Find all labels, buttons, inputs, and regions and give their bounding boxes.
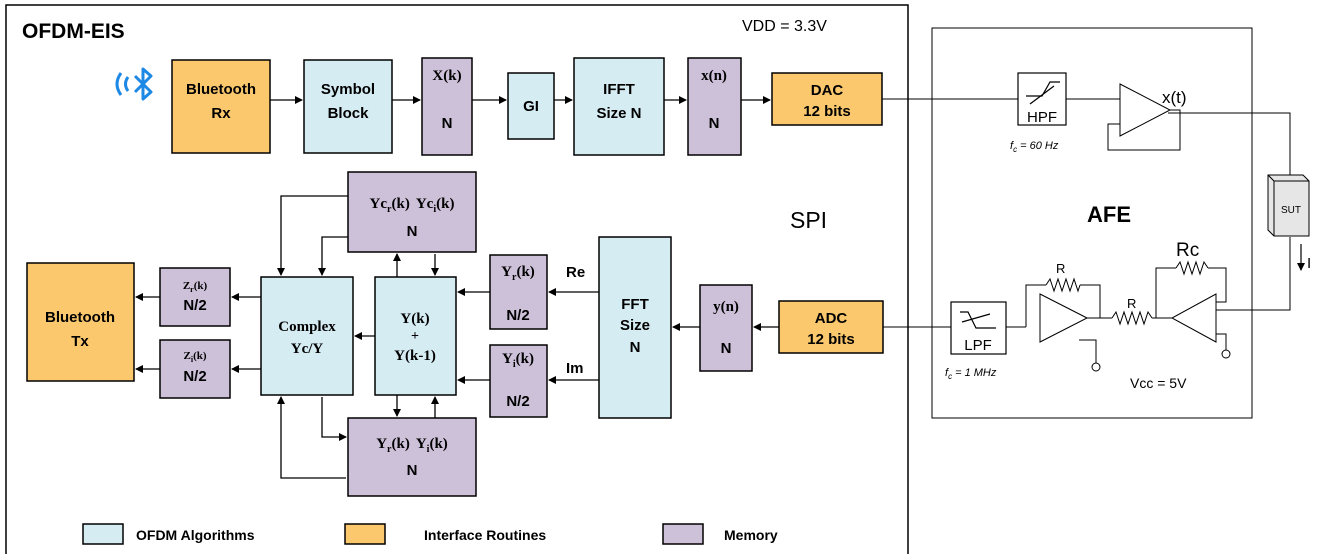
xt-label: x(t) — [1162, 88, 1187, 107]
tia-opamp — [1155, 260, 1231, 359]
lpf-block: LPF — [950, 301, 1007, 355]
svg-text:Yi(k): Yi(k) — [502, 351, 534, 370]
output-buffer-opamp — [1107, 83, 1181, 151]
spi-label: SPI — [790, 207, 827, 233]
yr-yi-memory-block: Yr(k)Yi(k) N — [347, 417, 477, 497]
r2-label: R — [1127, 296, 1136, 311]
svg-text:Ycr(k)Yci(k): Ycr(k)Yci(k) — [370, 196, 455, 215]
svg-text:N: N — [721, 340, 732, 357]
ysum-block: Y(k) + Y(k-1) — [374, 276, 457, 396]
fft-block: FFT Size N — [598, 236, 672, 419]
svg-text:SUT: SUT — [1281, 205, 1301, 216]
hpf-cutoff: fc = 60 Hz — [1010, 140, 1059, 154]
svg-text:HPF: HPF — [1027, 109, 1057, 126]
xn-memory-block: x(n) N — [687, 57, 742, 156]
svg-text:Symbol: Symbol — [321, 81, 375, 98]
legend-memory-label: Memory — [724, 527, 778, 543]
svg-text:Yc/Y: Yc/Y — [291, 341, 324, 357]
svg-text:Block: Block — [328, 105, 370, 122]
svg-text:Y(k-1): Y(k-1) — [394, 348, 436, 364]
svg-text:Bluetooth: Bluetooth — [186, 81, 256, 98]
svg-text:Yr(k): Yr(k) — [501, 264, 535, 283]
vdd-label: VDD = 3.3V — [742, 18, 827, 35]
svg-text:N: N — [630, 339, 641, 356]
hpf-block: HPF — [1017, 72, 1067, 126]
svg-text:N: N — [407, 223, 418, 240]
svg-text:12 bits: 12 bits — [803, 103, 851, 120]
svg-text:FFT: FFT — [621, 296, 649, 313]
panel-title: OFDM-EIS — [22, 20, 125, 43]
dac-block: DAC 12 bits — [771, 72, 883, 126]
afe-wires — [882, 98, 1291, 328]
yn-memory-block: y(n) N — [699, 284, 753, 372]
current-label: I — [1307, 255, 1311, 272]
ycr-yci-memory-block: Ycr(k)Yci(k) N — [347, 171, 477, 253]
im-label: Im — [566, 360, 584, 377]
svg-text:N/2: N/2 — [183, 297, 206, 314]
yr-memory-block: Yr(k) N/2 — [489, 254, 548, 330]
afe-title: AFE — [1087, 202, 1131, 227]
gi-block: GI — [507, 72, 555, 140]
svg-text:ADC: ADC — [815, 310, 848, 327]
svg-text:y(n): y(n) — [713, 299, 739, 315]
rx-resistor-series — [1111, 310, 1153, 326]
svg-text:DAC: DAC — [811, 82, 844, 99]
adc-block: ADC 12 bits — [778, 300, 884, 354]
legend-algorithms-swatch — [82, 523, 124, 545]
xk-memory-block: X(k) N — [421, 57, 473, 156]
svg-text:Yr(k)Yi(k): Yr(k)Yi(k) — [376, 436, 448, 455]
rx-amp-opamp — [1025, 277, 1101, 372]
legend-interface-swatch — [344, 523, 386, 545]
svg-text:+: + — [411, 329, 419, 344]
legend-interface-label: Interface Routines — [424, 527, 546, 543]
svg-text:X(k): X(k) — [432, 68, 461, 84]
ifft-block: IFFT Size N — [573, 57, 665, 156]
svg-text:Tx: Tx — [71, 333, 89, 350]
yi-memory-block: Yi(k) N/2 — [489, 344, 548, 418]
svg-text:Zr(k): Zr(k) — [183, 280, 208, 294]
svg-text:Rx: Rx — [211, 105, 231, 122]
svg-text:GI: GI — [523, 98, 539, 115]
re-label: Re — [566, 264, 585, 281]
r1-label: R — [1056, 261, 1065, 276]
svg-text:x(n): x(n) — [701, 68, 727, 84]
svg-text:N: N — [442, 115, 453, 132]
rx-arrows — [135, 195, 779, 479]
svg-text:Y(k): Y(k) — [400, 311, 429, 327]
bluetooth-tx-block: Bluetooth Tx — [26, 262, 135, 382]
svg-text:N: N — [709, 115, 720, 132]
svg-text:Bluetooth: Bluetooth — [45, 309, 115, 326]
sut-block: SUT — [1267, 174, 1310, 237]
complex-block: Complex Yc/Y — [260, 276, 354, 396]
lpf-cutoff: fc = 1 MHz — [945, 367, 997, 381]
afe-panel — [931, 27, 1253, 419]
rc-label: Rc — [1176, 240, 1199, 261]
svg-text:Size N: Size N — [596, 105, 641, 122]
svg-text:IFFT: IFFT — [603, 81, 635, 98]
ofdm-eis-panel — [5, 4, 909, 554]
legend-memory-swatch — [662, 523, 704, 545]
svg-text:N/2: N/2 — [183, 368, 206, 385]
zi-memory-block: Zi(k) N/2 — [159, 339, 231, 399]
svg-text:Size: Size — [620, 317, 650, 334]
zr-memory-block: Zr(k) N/2 — [159, 267, 231, 327]
svg-text:Zi(k): Zi(k) — [183, 350, 206, 364]
symbol-block: Symbol Block — [303, 59, 393, 154]
svg-text:LPF: LPF — [964, 337, 992, 354]
svg-text:Complex: Complex — [278, 319, 336, 335]
svg-text:N: N — [407, 462, 418, 479]
bluetooth-rx-block: Bluetooth Rx — [171, 59, 271, 154]
bluetooth-icon — [115, 67, 153, 101]
legend-algorithms-label: OFDM Algorithms — [136, 527, 255, 543]
svg-text:12 bits: 12 bits — [807, 331, 855, 348]
vcc-label: Vcc = 5V — [1130, 375, 1187, 391]
svg-text:N/2: N/2 — [506, 393, 529, 410]
svg-text:N/2: N/2 — [506, 307, 529, 324]
legend: OFDM Algorithms Interface Routines Memor… — [82, 523, 778, 545]
